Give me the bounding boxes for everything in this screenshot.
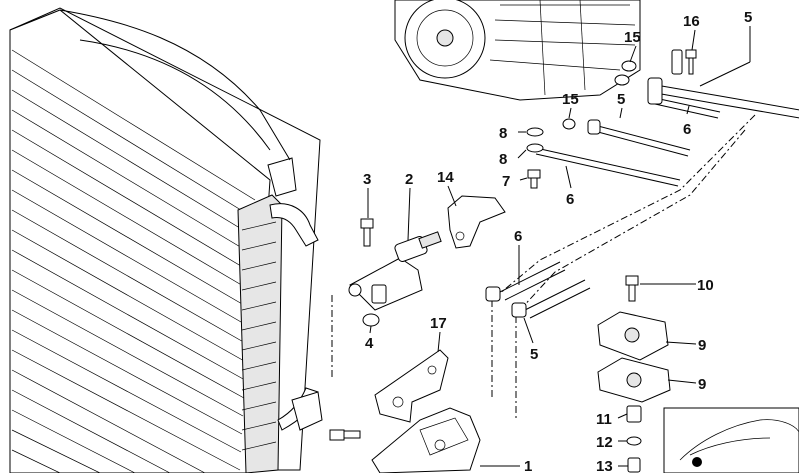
washers <box>362 60 642 446</box>
callout-15-top: 15 <box>624 29 641 46</box>
leader-lines <box>367 26 751 467</box>
callout-12: 12 <box>596 434 613 451</box>
callout-10: 10 <box>697 277 714 294</box>
callout-13: 13 <box>596 458 613 473</box>
callout-2: 2 <box>405 171 413 188</box>
callout-9-lower: 9 <box>698 376 706 393</box>
cooler-bracket <box>371 407 481 473</box>
bracket-14 <box>447 195 506 249</box>
radiator-illustration <box>9 7 323 473</box>
slave-cylinder <box>348 231 442 311</box>
callout-6-mid: 6 <box>566 191 574 208</box>
callout-3: 3 <box>363 171 371 188</box>
callout-4: 4 <box>365 335 374 352</box>
callout-11: 11 <box>596 411 612 428</box>
callout-5-low: 5 <box>530 346 538 363</box>
callout-labels: 16 5 15 15 5 6 8 8 7 6 3 2 14 6 10 9 9 4… <box>363 9 752 473</box>
callout-17: 17 <box>430 315 447 332</box>
bracket-17 <box>374 349 449 423</box>
callout-5-top: 5 <box>744 9 752 26</box>
pipe-fittings <box>485 49 683 318</box>
callout-14: 14 <box>437 169 454 186</box>
clips <box>597 311 671 403</box>
transmission-illustration <box>394 0 641 101</box>
vehicle-inset <box>663 407 799 473</box>
callout-1: 1 <box>524 458 532 473</box>
callout-6-top: 6 <box>683 121 691 138</box>
callout-16: 16 <box>683 13 700 30</box>
callout-5-mid: 5 <box>617 91 625 108</box>
callout-15-mid: 15 <box>562 91 579 108</box>
bolts <box>329 49 697 473</box>
callout-7: 7 <box>502 173 510 190</box>
callout-9-upper: 9 <box>698 337 706 354</box>
callout-8-lower: 8 <box>499 151 507 168</box>
callout-6-low: 6 <box>514 228 522 245</box>
callout-8-upper: 8 <box>499 125 507 142</box>
